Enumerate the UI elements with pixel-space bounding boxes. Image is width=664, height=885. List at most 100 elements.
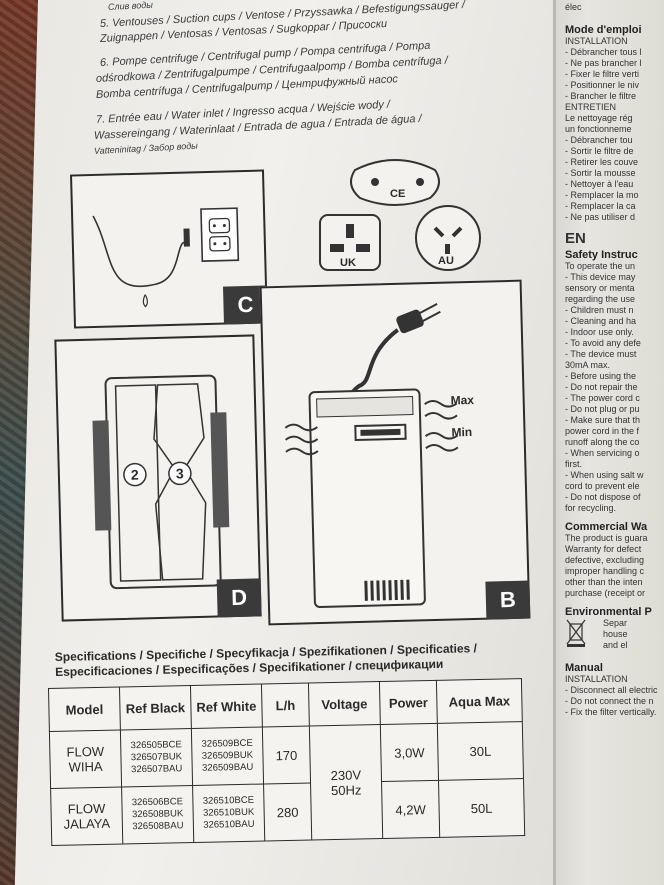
page-fold (553, 0, 556, 885)
model-cell: FLOW WIHA (49, 729, 122, 789)
plug-types (319, 159, 481, 271)
max-level-label: Max (450, 392, 475, 408)
manual-lines: INSTALLATION- Disconnect all electric- D… (565, 674, 664, 718)
text-line: - Do not dispose of (565, 492, 641, 502)
commercial-title: Commercial Wa (565, 521, 648, 533)
model-cell: FLOW JALAYA (50, 786, 123, 846)
ref-white-cell: 326510BCE 326510BUK 326510BAU (192, 784, 265, 843)
text-line: - Fix the filter vertically. (565, 707, 657, 717)
text-line: - Do not plug or pu (565, 404, 640, 414)
specifications-table: Model Ref Black Ref White L/h Voltage Po… (48, 678, 526, 846)
text-line: - Ne pas utiliser d (565, 212, 636, 222)
plug-ce-label: CE (390, 188, 406, 200)
plug-au-label: AU (438, 255, 454, 267)
mode-emploi-title: Mode d'emploi (565, 24, 642, 36)
text-line: The product is guara (565, 533, 648, 543)
text-line: and el (603, 640, 628, 650)
manual-page-right (555, 0, 664, 885)
text-line: - Do not repair the (565, 382, 638, 392)
text-line: - When using salt w (565, 470, 644, 480)
text-line: - Indoor use only. (565, 327, 634, 337)
text-line: defective, excluding (565, 555, 645, 565)
right-line: élec (565, 2, 582, 12)
text-line: - Nettoyer à l'eau (565, 179, 634, 189)
text-line: INSTALLATION (565, 36, 628, 46)
panel-b: Max Min B (259, 279, 531, 626)
manual-title: Manual (565, 662, 603, 674)
en-heading: EN (565, 230, 586, 247)
col-lh: L/h (261, 683, 310, 728)
text-line: Warranty for defect (565, 544, 642, 554)
ref-black-cell: 326505BCE 326507BUK 326507BAU (120, 728, 193, 787)
text-line: Le nettoyage rég (565, 113, 633, 123)
text-line: sensory or menta (565, 283, 635, 293)
text-line: - Positionner le niv (565, 80, 640, 90)
text-line: - Sortir la mousse (565, 168, 636, 178)
text-line: regarding the use (565, 294, 636, 304)
mode-emploi-lines: INSTALLATION- Débrancher tous l- Ne pas … (565, 36, 664, 223)
environmental-title: Environmental P (565, 606, 652, 618)
min-level-label: Min (451, 424, 473, 440)
text-line: purchase (receipt or (565, 588, 646, 598)
text-line: - Débrancher tous l (565, 47, 642, 57)
outlet-illustration (92, 207, 240, 308)
aqua-max-cell: 30L (437, 721, 524, 781)
panel-c: C (70, 169, 268, 329)
part-3-label: 3 (175, 465, 184, 482)
table-row: FLOW WIHA 326505BCE 326507BUK 326507BAU … (49, 721, 524, 841)
right-column-text: élec Mode d'emploi INSTALLATION- Débranc… (565, 0, 664, 718)
panel-d-label: D (216, 578, 262, 618)
text-line: - Retirer les couve (565, 157, 639, 167)
lh-cell: 280 (263, 783, 312, 841)
text-line: - Cleaning and ha (565, 316, 637, 326)
text-line: un fonctionneme (565, 124, 632, 134)
text-line: - Before using the (565, 371, 637, 381)
ref-code: 326508BAU (132, 820, 184, 833)
text-line: - This device may (565, 272, 636, 282)
text-line: - When servicing o (565, 448, 640, 458)
col-ref-black: Ref Black (119, 685, 192, 730)
ref-code: 326509BAU (201, 761, 254, 774)
filter-in-water-illustration (284, 302, 459, 609)
text-line: INSTALLATION (565, 674, 628, 684)
lh-cell: 170 (262, 726, 311, 785)
aqua-max-cell: 50L (438, 778, 525, 838)
text-line: - Brancher le filtre (565, 91, 637, 101)
text-line: - Débrancher tou (565, 135, 633, 145)
ref-code: 326510BAU (203, 818, 255, 831)
ref-white-cell: 326509BCE 326509BUK 326509BAU (191, 727, 264, 786)
col-ref-white: Ref White (190, 684, 263, 729)
text-line: - Ne pas brancher l (565, 58, 642, 68)
text-line: - Do not connect the n (565, 696, 654, 706)
power-cell: 3,0W (380, 723, 439, 782)
text-line: - The device must (565, 349, 637, 359)
text-line: - To avoid any defe (565, 338, 641, 348)
text-line: house (603, 629, 628, 639)
text-line: for recycling. (565, 503, 617, 513)
col-model: Model (48, 687, 121, 732)
text-line: 30mA max. (565, 360, 611, 370)
text-line: ENTRETIEN (565, 102, 617, 112)
text-line: - Remplacer la ca (565, 201, 636, 211)
power-cell: 4,2W (381, 780, 440, 839)
text-line: other than the inten (565, 577, 643, 587)
text-line: - Fixer le filtre verti (565, 69, 640, 79)
text-line: - The power cord c (565, 393, 640, 403)
text-line: - Children must n (565, 305, 634, 315)
col-power: Power (379, 680, 438, 725)
part-2-label: 2 (130, 466, 139, 483)
text-line: power cord in the f (565, 426, 640, 436)
text-line: improper handling c (565, 566, 645, 576)
crossed-bin-icon (566, 619, 586, 647)
ref-black-cell: 326506BCE 326508BUK 326508BAU (121, 785, 194, 844)
filter-cartridge-illustration (92, 374, 230, 590)
col-aqua-max: Aqua Max (436, 678, 523, 724)
text-line: first. (565, 459, 582, 469)
panel-d: 2 3 D (54, 334, 262, 622)
table-row: FLOW JALAYA 326506BCE 326508BUK 326508BA… (50, 778, 525, 846)
text-line: - Remplacer la mo (565, 190, 639, 200)
